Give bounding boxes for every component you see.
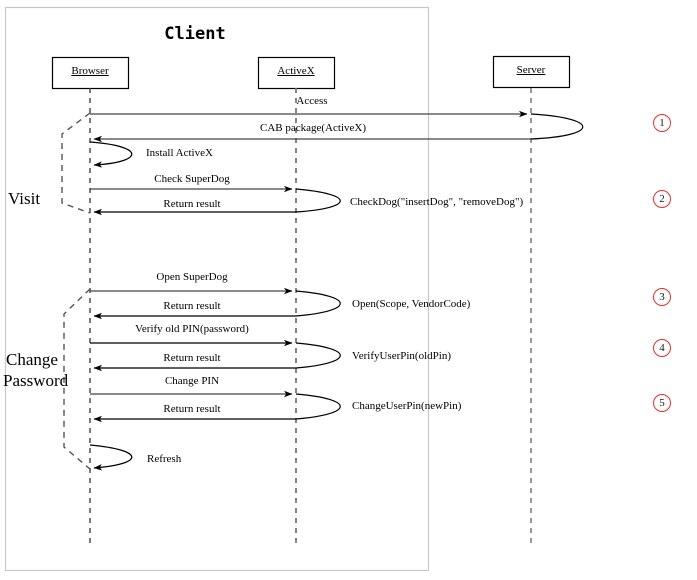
step-number-4: 4 <box>653 339 671 357</box>
step-number-3: 3 <box>653 288 671 306</box>
message-label-change-pin: Change PIN <box>164 375 220 387</box>
step-number-1: 1 <box>653 114 671 132</box>
message-label-cab-package: CAB package(ActiveX) <box>260 122 366 134</box>
actor-box-activex <box>257 56 336 90</box>
activex-bulge-change <box>295 393 341 420</box>
message-label-access: Access <box>296 95 328 107</box>
actor-label-browser: Browser <box>71 65 109 77</box>
message-label-install-activex: Install ActiveX <box>146 147 213 159</box>
api-annotation-changeuserpin: ChangeUserPin(newPin) <box>352 400 462 412</box>
actor-box-server <box>492 55 571 89</box>
message-label-change-result: Return result <box>163 403 221 415</box>
message-label-verify-pin: Verify old PIN(password) <box>135 323 249 335</box>
api-annotation-open: Open(Scope, VendorCode) <box>352 298 471 310</box>
group-label-change-password-line2: Password <box>3 371 69 390</box>
activex-bulge-open <box>295 290 341 317</box>
step-number-5: 5 <box>653 394 671 412</box>
message-line-install-activex <box>89 141 133 168</box>
api-annotation-verifyuserpin: VerifyUserPin(oldPin) <box>352 350 451 362</box>
client-boundary-title: Client <box>164 24 226 44</box>
message-label-open-result: Return result <box>163 300 221 312</box>
message-label-check-superdog: Check SuperDog <box>154 173 230 185</box>
activex-bulge-verify <box>295 342 341 369</box>
message-line-refresh <box>89 444 133 471</box>
actor-label-server: Server <box>516 64 546 76</box>
group-bracket-visit <box>61 112 91 214</box>
group-label-change-password-line1: Change <box>6 350 58 369</box>
message-label-verify-result: Return result <box>163 352 221 364</box>
client-boundary-box <box>4 6 430 572</box>
message-line-cab-package <box>530 113 584 140</box>
message-label-open-superdog: Open SuperDog <box>156 271 228 283</box>
group-bracket-change-password <box>63 288 91 470</box>
api-annotation-checkdog: CheckDog("insertDog", "removeDog") <box>350 196 524 208</box>
actor-box-browser <box>51 56 130 90</box>
message-label-check-result: Return result <box>163 198 221 210</box>
message-label-refresh: Refresh <box>147 453 182 465</box>
step-number-2: 2 <box>653 190 671 208</box>
activex-bulge-checkdog <box>295 188 341 213</box>
actor-label-activex: ActiveX <box>277 65 315 77</box>
group-label-visit: Visit <box>8 189 41 208</box>
